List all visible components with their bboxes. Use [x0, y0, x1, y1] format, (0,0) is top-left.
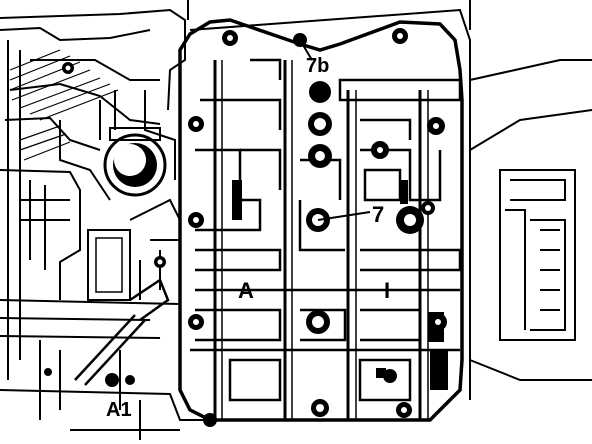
- lever-a1: [74, 278, 170, 386]
- inner-chambers: [190, 58, 462, 402]
- right-housing: [469, 59, 592, 381]
- left-bolts: [44, 62, 166, 387]
- left-hatching: [9, 49, 119, 161]
- vertical-rods: [213, 60, 429, 420]
- label-7: 7: [372, 202, 384, 227]
- leader-lines: [299, 39, 371, 221]
- labels: 7b 7 A I A1: [106, 55, 390, 421]
- label-a: A: [238, 278, 254, 303]
- plate-bolts: [188, 28, 447, 427]
- drum-cylinder: [103, 127, 167, 197]
- label-a1: A1: [106, 399, 132, 421]
- label-1: I: [384, 278, 390, 303]
- label-7b: 7b: [306, 55, 329, 77]
- valve-body-plate: [178, 0, 471, 422]
